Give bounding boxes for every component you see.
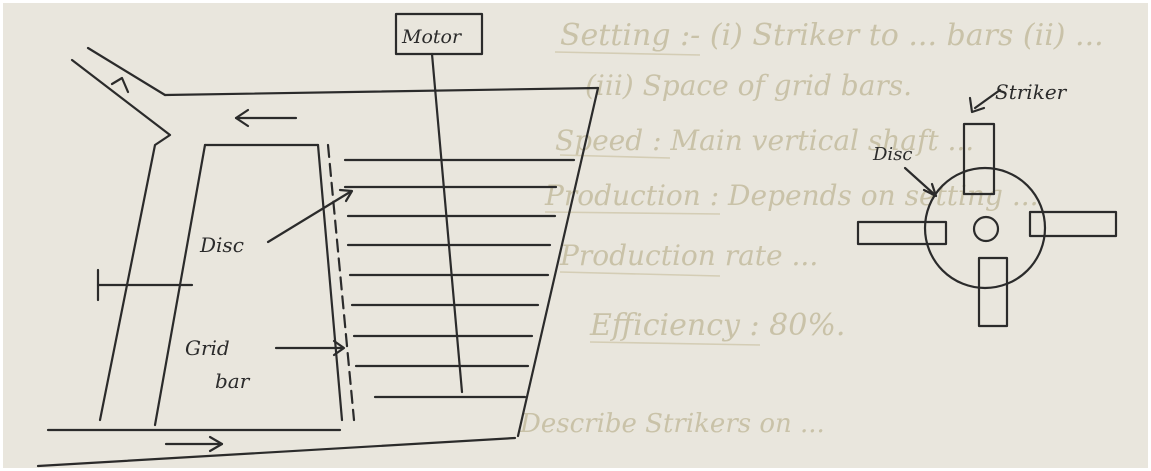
disc-pointer-arrowhead — [338, 188, 354, 203]
bleed-underline-3 — [544, 211, 721, 215]
disc-label-right: Disc — [872, 144, 913, 165]
striker-left — [856, 220, 948, 246]
motor-box — [394, 12, 484, 56]
striker-disc-circle — [923, 166, 1047, 290]
bleed-line-7: Describe Strikers on ... — [519, 409, 825, 439]
bleed-through-text: Setting :- (i) Striker to ... bars (ii) … — [519, 18, 1104, 439]
base-line-lower — [36, 436, 517, 468]
bleed-line-4: Production : Depends on setting ... — [544, 179, 1039, 212]
bleed-underline-2 — [559, 154, 671, 159]
disc-right-pointer-line — [903, 166, 937, 197]
top-arrow-head — [234, 108, 250, 128]
feed-chute-left-wall — [70, 58, 172, 422]
bleed-line-3: Speed : Main vertical shaft ... — [555, 124, 974, 157]
disc-label-left: Disc — [199, 233, 244, 257]
disc-right-pointer-arrowhead — [922, 182, 938, 198]
bottom-arrow-head — [208, 435, 224, 453]
bleed-underline-4 — [559, 271, 721, 277]
casing-right-side — [516, 86, 600, 438]
striker-pointer-line — [973, 88, 1002, 110]
bleed-underline-5 — [589, 341, 761, 346]
striker-disc-sketch: Striker Disc — [856, 80, 1118, 328]
feed-arrow-head — [110, 76, 130, 94]
casing-top-line — [163, 86, 600, 97]
striker-top — [962, 122, 996, 196]
mill-sketch: Motor Disc Grid bar — [36, 12, 600, 468]
grid-bar-line — [316, 143, 344, 422]
disc-hub — [972, 215, 1000, 243]
grid-bar-dashed-line — [326, 143, 356, 422]
feed-chute-outer-line — [86, 46, 167, 97]
motor-label: Motor — [401, 26, 463, 48]
bleed-line-2: (iii) Space of grid bars. — [585, 69, 912, 102]
bleed-underline-1 — [554, 51, 701, 56]
grid-bar-label-line2: bar — [215, 369, 251, 393]
striker-label: Striker — [995, 80, 1068, 104]
striker-pointer-arrowhead — [968, 96, 986, 114]
disc-pointer-line — [266, 190, 352, 244]
striker-right — [1028, 210, 1118, 238]
grid-bar-label-line1: Grid — [185, 336, 230, 360]
bleed-line-1: Setting :- (i) Striker to ... bars (ii) … — [560, 18, 1104, 53]
bleed-line-6: Efficiency : 80%. — [589, 308, 845, 343]
bleed-line-5: Production rate ... — [559, 239, 818, 272]
grid-bar-pointer-arrowhead — [332, 339, 346, 357]
striker-bottom — [977, 256, 1009, 328]
